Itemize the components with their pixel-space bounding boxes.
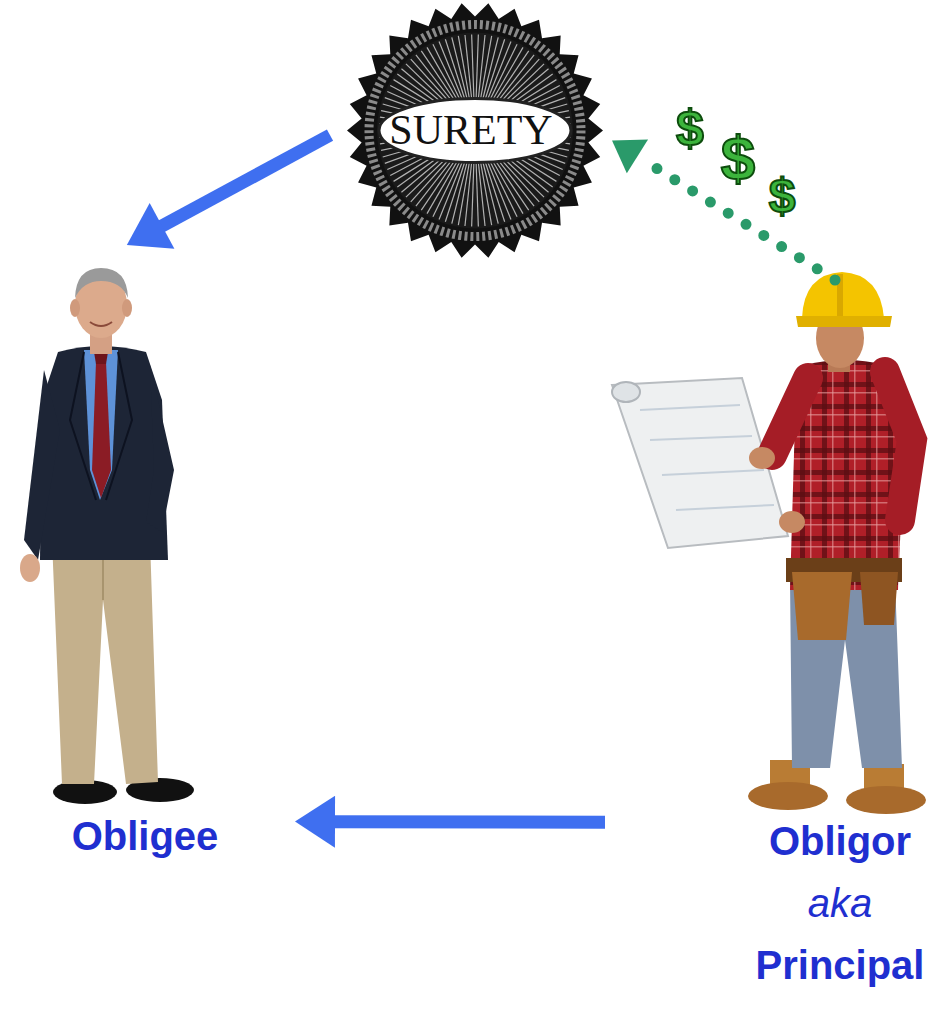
obligor-figure xyxy=(612,272,926,814)
obligor-party: ObligorakaPrincipal xyxy=(605,280,935,1000)
obligation-arrow xyxy=(295,796,605,848)
money-symbol: $ xyxy=(676,103,704,153)
obligee-figure xyxy=(20,268,194,804)
money-symbol: $ xyxy=(721,127,755,189)
node-label: Obligee xyxy=(35,805,255,867)
node-label: SURETY xyxy=(330,106,612,154)
obligee-party: Obligee xyxy=(10,245,295,865)
node-sublabel: Principal xyxy=(750,934,930,996)
obligation-arrow xyxy=(127,135,330,249)
money-symbol: $ xyxy=(769,172,796,220)
node-label: Obligor xyxy=(750,810,930,872)
surety-seal: SURETY xyxy=(330,0,612,265)
node-sublabel: aka xyxy=(750,872,930,934)
